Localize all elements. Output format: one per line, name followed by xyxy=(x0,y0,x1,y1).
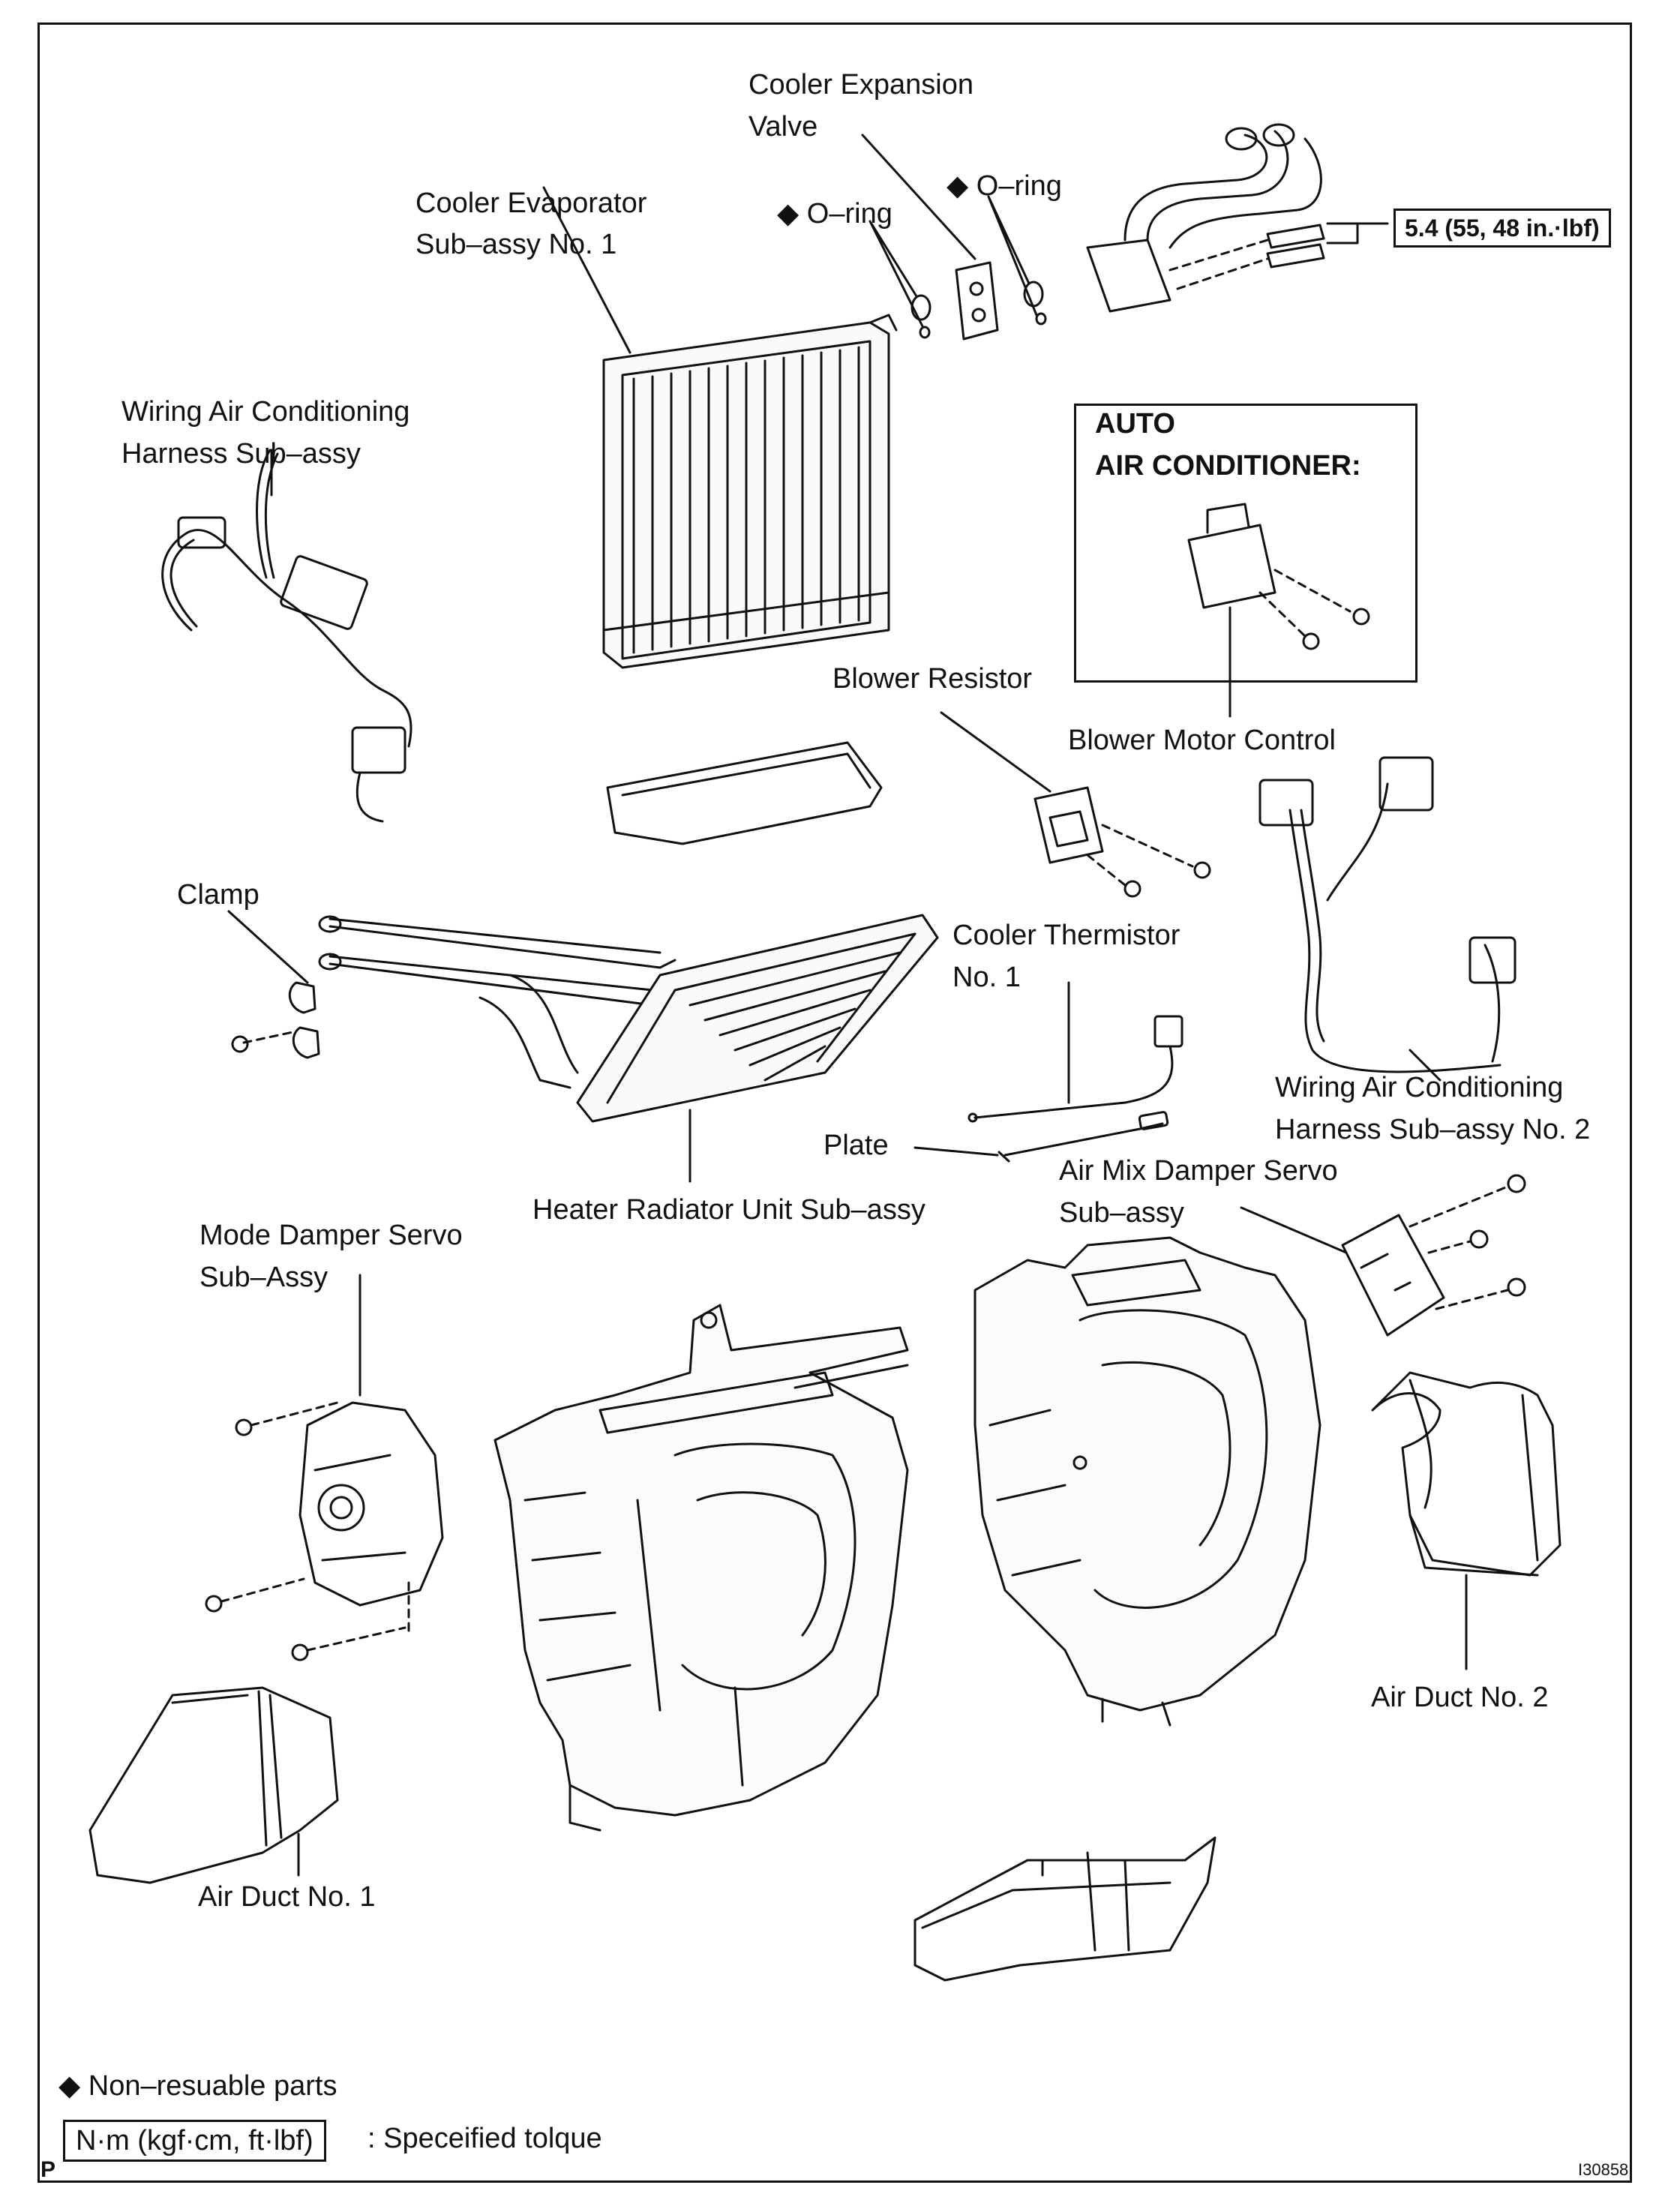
label-mode-damper-servo-line2: Sub–Assy xyxy=(200,1262,328,1293)
label-blower-resistor: Blower Resistor xyxy=(832,663,1033,695)
label-plate: Plate xyxy=(824,1130,889,1161)
label-air-duct-1: Air Duct No. 1 xyxy=(198,1881,376,1913)
label-cooler-expansion-valve: Cooler Expansion xyxy=(748,69,974,101)
harness-1-drawing xyxy=(163,450,411,821)
label-air-duct-2: Air Duct No. 2 xyxy=(1371,1682,1549,1713)
label-heater-radiator: Heater Radiator Unit Sub–assy xyxy=(532,1194,926,1226)
air-duct-2-drawing xyxy=(1372,1373,1560,1575)
heater-unit-right-case-drawing xyxy=(975,1238,1320,1725)
auto-air-conditioner-box xyxy=(1074,404,1418,683)
label-oring-left: ◆ O–ring xyxy=(777,198,892,230)
heater-unit-left-case-drawing xyxy=(495,1305,908,1830)
legend-non-reusable: ◆ Non–resuable parts xyxy=(58,2070,338,2102)
plate-leader xyxy=(915,1148,998,1155)
label-auto: AUTO xyxy=(1095,408,1175,440)
label-wiring-harness-1: Wiring Air Conditioning xyxy=(122,396,410,428)
label-wiring-harness-2-line2: Harness Sub–assy No. 2 xyxy=(1275,1114,1591,1145)
oring-left-leaders xyxy=(870,221,922,326)
blower-motor-control-drawing xyxy=(1189,504,1369,649)
expansion-valve-drawing xyxy=(912,263,1046,339)
heater-radiator-drawing xyxy=(320,915,938,1121)
label-cooler-evaporator-line2: Sub–assy No. 1 xyxy=(416,229,617,260)
label-cooler-expansion-valve-line2: Valve xyxy=(748,111,818,143)
label-mode-damper-servo: Mode Damper Servo xyxy=(200,1220,463,1251)
cooler-evaporator-drawing xyxy=(604,315,896,668)
label-air-mix-damper-servo-line2: Sub–assy xyxy=(1059,1197,1184,1229)
evaporator-tray-drawing xyxy=(608,743,881,844)
torque-spec-box: 5.4 (55, 48 in.·lbf) xyxy=(1394,209,1611,248)
harness-2-drawing xyxy=(1260,758,1515,1072)
blower-resistor-leader xyxy=(941,713,1050,791)
evaporator-leader xyxy=(544,188,630,353)
mode-damper-servo-drawing xyxy=(206,1403,442,1660)
legend-torque-unit-box: N·m (kgf·cm, ft·lbf) xyxy=(63,2120,326,2162)
clamp-drawing xyxy=(232,983,319,1058)
label-cooler-thermistor-line2: No. 1 xyxy=(952,962,1021,993)
oring-right-leaders xyxy=(988,197,1036,315)
air-mix-leader xyxy=(1241,1208,1346,1253)
clamp-leader xyxy=(229,911,308,983)
label-wiring-harness-2: Wiring Air Conditioning xyxy=(1275,1072,1564,1103)
air-duct-1-drawing xyxy=(90,1688,338,1883)
torque-leader xyxy=(1328,224,1388,243)
lower-duct-drawing xyxy=(915,1838,1215,1980)
label-wiring-harness-1-line2: Harness Sub–assy xyxy=(122,438,361,470)
label-cooler-thermistor: Cooler Thermistor xyxy=(952,920,1180,951)
air-mix-damper-servo-drawing xyxy=(1342,1175,1525,1335)
label-oring-right: ◆ O–ring xyxy=(946,170,1062,202)
diamond-icon: ◆ xyxy=(946,170,969,202)
harness-2-leader xyxy=(1410,1050,1440,1080)
label-auto-air-conditioner: AIR CONDITIONER: xyxy=(1095,450,1361,482)
cooler-pipes-drawing xyxy=(1088,125,1324,311)
blower-resistor-drawing xyxy=(1035,788,1210,896)
diagram-frame xyxy=(38,23,1632,2183)
diamond-icon: ◆ xyxy=(777,198,800,230)
plate-drawing xyxy=(999,1112,1168,1161)
corner-p-mark: P xyxy=(40,2157,56,2182)
label-cooler-evaporator: Cooler Evaporator xyxy=(416,188,647,219)
label-blower-motor-control: Blower Motor Control xyxy=(1068,725,1336,756)
figure-code: I30858 xyxy=(1578,2160,1629,2179)
cooler-thermistor-drawing xyxy=(969,1016,1182,1121)
expansion-valve-leader xyxy=(862,135,975,259)
label-clamp: Clamp xyxy=(177,879,260,911)
label-air-mix-damper-servo: Air Mix Damper Servo xyxy=(1059,1155,1338,1187)
diamond-icon: ◆ xyxy=(58,2070,81,2102)
legend-specified-torque: : Speceified tolque xyxy=(368,2123,602,2154)
